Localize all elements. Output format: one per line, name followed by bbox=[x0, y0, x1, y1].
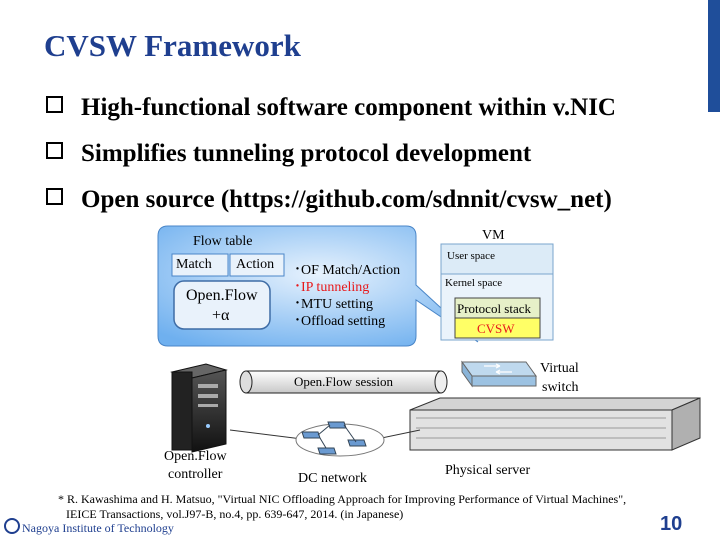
controller-label-1: Open.Flow bbox=[164, 449, 227, 464]
right-accent-bar bbox=[708, 0, 720, 112]
physical-server-label: Physical server bbox=[445, 463, 531, 478]
openflow-label: Open.Flow bbox=[186, 287, 258, 304]
footer-organization: Nagoya Institute of Technology bbox=[22, 521, 174, 535]
action-cell bbox=[229, 253, 285, 277]
university-logo-icon bbox=[4, 518, 20, 534]
user-space-label: User space bbox=[447, 250, 495, 262]
feature-ip-tunneling: ･IP tunneling bbox=[294, 280, 370, 295]
feature-mtu-setting: ･MTU setting bbox=[294, 297, 373, 312]
cvsw-box bbox=[454, 317, 541, 339]
feature-offload-setting: ･Offload setting bbox=[294, 314, 386, 329]
virtual-switch-label-2: switch bbox=[542, 380, 579, 395]
controller-server-icon bbox=[170, 363, 228, 453]
bullet-2: Simplifies tunneling protocol developmen… bbox=[46, 140, 531, 168]
match-cell bbox=[171, 253, 229, 277]
protocol-stack-label: Protocol stack bbox=[457, 301, 532, 316]
bullet-1: High-functional software component withi… bbox=[46, 94, 616, 122]
openflow-session-label: Open.Flow session bbox=[294, 374, 393, 389]
bullet-square-icon bbox=[46, 142, 63, 159]
physical-server-icon bbox=[409, 397, 701, 451]
slide-title: CVSW Framework bbox=[44, 28, 301, 63]
match-label: Match bbox=[176, 257, 212, 272]
controller-label-2: controller bbox=[168, 467, 223, 482]
bullet-3: Open source (https://github.com/sdnnit/c… bbox=[46, 186, 612, 214]
flow-table-label: Flow table bbox=[193, 234, 253, 249]
page-number: 10 bbox=[660, 513, 683, 535]
reference-note: * R. Kawashima and H. Matsuo, "Virtual N… bbox=[58, 492, 626, 522]
virtual-switch-label-1: Virtual bbox=[540, 361, 579, 376]
bullet-square-icon bbox=[46, 188, 63, 205]
reference-line-2: IEICE Transactions, vol.J97-B, no.4, pp.… bbox=[66, 507, 404, 521]
vm-label: VM bbox=[482, 228, 505, 243]
bullet-1-text: High-functional software component withi… bbox=[81, 94, 616, 121]
openflow-box bbox=[173, 280, 271, 330]
dc-network-icon bbox=[295, 421, 385, 457]
reference-line-1: * R. Kawashima and H. Matsuo, "Virtual N… bbox=[58, 492, 627, 506]
bullet-square-icon bbox=[46, 96, 63, 113]
bullet-3-text: Open source (https://github.com/sdnnit/c… bbox=[81, 186, 612, 213]
alpha-label: +α bbox=[212, 307, 230, 324]
dc-network-label: DC network bbox=[298, 471, 367, 486]
cvsw-label: CVSW bbox=[477, 321, 515, 336]
virtual-switch-icon bbox=[461, 360, 537, 388]
kernel-space-label: Kernel space bbox=[445, 277, 503, 289]
feature-of-match-action: ･OF Match/Action bbox=[294, 263, 401, 278]
action-label: Action bbox=[236, 257, 275, 272]
bullet-2-text: Simplifies tunneling protocol developmen… bbox=[81, 140, 532, 167]
